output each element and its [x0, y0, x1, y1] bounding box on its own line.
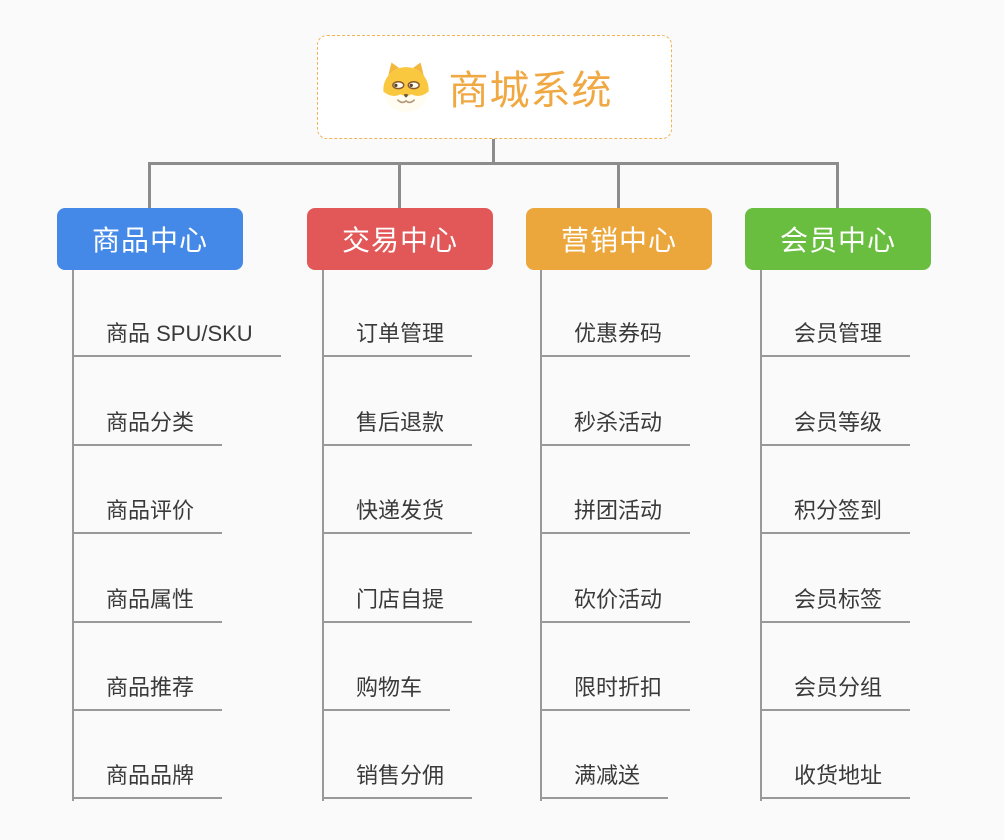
leaf-node[interactable]: 快递发货: [322, 493, 473, 535]
leaf-node[interactable]: 秒杀活动: [540, 405, 691, 446]
leaf-row: 售后退款: [322, 357, 562, 446]
leaf-row: 砍价活动: [540, 534, 780, 623]
leaf-row: 商品品牌: [72, 711, 312, 800]
leaf-node[interactable]: 购物车: [322, 670, 451, 711]
leaf-row: 商品推荐: [72, 623, 312, 711]
leaf-node[interactable]: 满减送: [540, 758, 669, 800]
connector-spine-branch-2: [322, 269, 324, 801]
leaf-row: 购物车: [322, 623, 562, 711]
connector-stub-branch-1: [148, 163, 151, 210]
leaf-row: 商品 SPU/SKU: [72, 269, 312, 358]
leaf-node[interactable]: 商品属性: [72, 582, 223, 623]
connector-spine-branch-1: [72, 269, 74, 801]
root-title: 商城系统: [448, 69, 613, 113]
leaf-row: 商品属性: [72, 534, 312, 623]
leaf-row: 快递发货: [322, 446, 562, 535]
leaf-node[interactable]: 砍价活动: [540, 582, 691, 623]
leaf-row: 订单管理: [322, 269, 562, 358]
leaf-node[interactable]: 收货地址: [760, 758, 911, 800]
leaf-row: 会员分组: [760, 623, 1000, 711]
leaf-node[interactable]: 销售分佣: [322, 758, 473, 800]
connector-root-stem: [492, 138, 495, 164]
connector-stub-branch-3: [617, 163, 620, 210]
leaf-row: 会员等级: [760, 357, 1000, 446]
connector-bus: [148, 162, 839, 165]
leaf-column-member-center: 会员管理 会员等级 积分签到 会员标签 会员分组 收货地址: [760, 269, 1000, 800]
leaf-row: 销售分佣: [322, 711, 562, 800]
leaf-node[interactable]: 商品评价: [72, 493, 223, 535]
leaf-row: 门店自提: [322, 534, 562, 623]
leaf-node[interactable]: 商品 SPU/SKU: [72, 316, 281, 358]
leaf-node[interactable]: 限时折扣: [540, 670, 691, 711]
branch-node-marketing-center[interactable]: 营销中心: [526, 208, 712, 270]
leaf-row: 拼团活动: [540, 446, 780, 535]
leaf-node[interactable]: 门店自提: [322, 582, 473, 623]
connector-stub-branch-4: [836, 163, 839, 210]
leaf-node[interactable]: 优惠券码: [540, 316, 691, 358]
leaf-row: 优惠券码: [540, 269, 780, 358]
leaf-row: 商品分类: [72, 357, 312, 446]
connector-spine-branch-4: [760, 269, 762, 801]
connector-stub-branch-2: [398, 163, 401, 210]
leaf-node[interactable]: 商品推荐: [72, 670, 223, 711]
leaf-node[interactable]: 商品分类: [72, 405, 223, 446]
leaf-row: 会员标签: [760, 534, 1000, 623]
leaf-node[interactable]: 订单管理: [322, 316, 473, 358]
leaf-node[interactable]: 售后退款: [322, 405, 473, 446]
leaf-row: 限时折扣: [540, 623, 780, 711]
leaf-node[interactable]: 积分签到: [760, 493, 911, 535]
leaf-node[interactable]: 会员管理: [760, 316, 911, 358]
branch-node-member-center[interactable]: 会员中心: [745, 208, 931, 270]
leaf-node[interactable]: 商品品牌: [72, 758, 223, 800]
leaf-node[interactable]: 会员等级: [760, 405, 911, 446]
connector-spine-branch-3: [540, 269, 542, 801]
branch-node-product-center[interactable]: 商品中心: [57, 208, 243, 270]
branch-node-trade-center[interactable]: 交易中心: [307, 208, 493, 270]
leaf-column-product-center: 商品 SPU/SKU 商品分类 商品评价 商品属性 商品推荐 商品品牌: [72, 269, 312, 800]
leaf-column-trade-center: 订单管理 售后退款 快递发货 门店自提 购物车 销售分佣: [322, 269, 562, 800]
leaf-row: 收货地址: [760, 711, 1000, 800]
leaf-row: 商品评价: [72, 446, 312, 535]
leaf-row: 会员管理: [760, 269, 1000, 358]
leaf-column-marketing-center: 优惠券码 秒杀活动 拼团活动 砍价活动 限时折扣 满减送: [540, 269, 780, 800]
shiba-dog-icon: [377, 58, 435, 116]
leaf-node[interactable]: 会员标签: [760, 582, 911, 623]
leaf-row: 秒杀活动: [540, 357, 780, 446]
leaf-node[interactable]: 拼团活动: [540, 493, 691, 535]
root-node-mall-system[interactable]: 商城系统: [317, 35, 672, 139]
leaf-row: 积分签到: [760, 446, 1000, 535]
leaf-node[interactable]: 会员分组: [760, 670, 911, 711]
leaf-row: 满减送: [540, 711, 780, 800]
